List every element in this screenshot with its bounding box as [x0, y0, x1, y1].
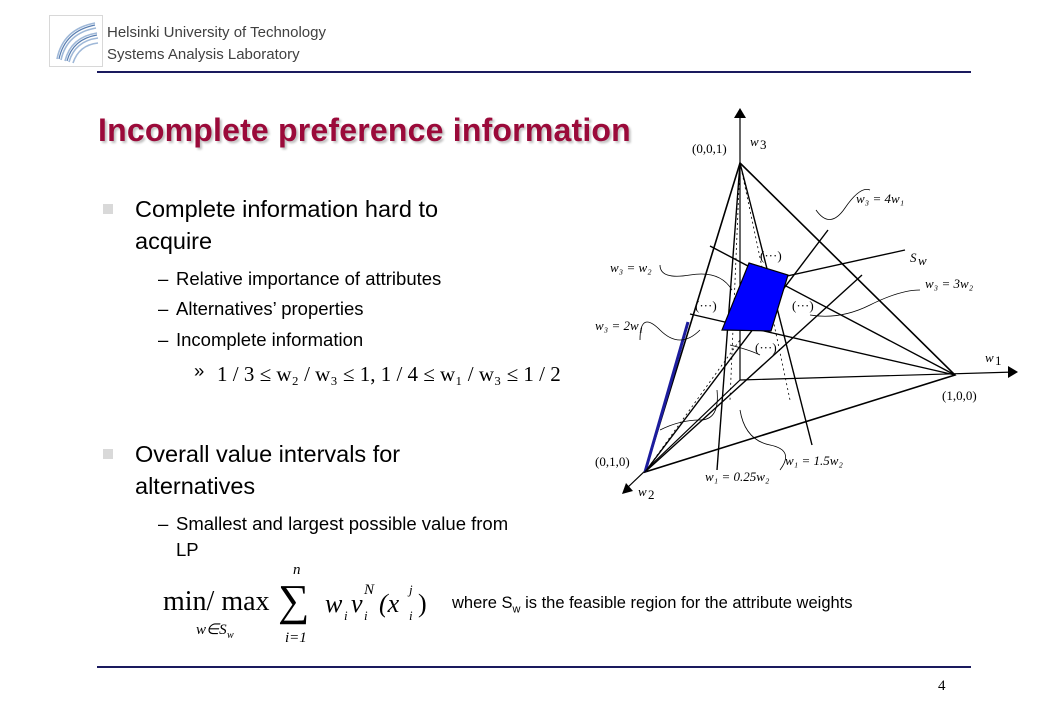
- where-prefix: where S: [452, 594, 513, 612]
- institution-line-2: Systems Analysis Laboratory: [107, 46, 300, 63]
- dash-marker: –: [158, 298, 169, 319]
- equation-w1-15w2: w₁ = 1.5w₂: [785, 453, 843, 468]
- axis-w1-label: w: [985, 350, 994, 365]
- institution-name: Helsinki University of Technology System…: [107, 22, 326, 66]
- university-logo-icon: [49, 15, 103, 67]
- equation-w3-3w2: w₃ = 3w₂: [925, 276, 974, 291]
- where-subscript: w: [512, 603, 521, 616]
- axis-w2-label: w: [638, 484, 647, 499]
- formula-x-superscript: j: [407, 582, 413, 597]
- axis-w3-label: w: [750, 134, 759, 149]
- weight-simplex-diagram: (0,0,1) (1,0,0) (0,1,0) w 3 w 1 w 2 S w …: [595, 108, 1018, 502]
- footer-divider: [97, 666, 971, 668]
- bullet-marker: [103, 449, 113, 459]
- formula-x: (x: [379, 589, 400, 618]
- dash-marker: –: [158, 268, 169, 289]
- formula-sigma: ∑: [278, 576, 309, 625]
- axis-w2-subscript: 2: [648, 487, 655, 502]
- sub-bullet-incomplete: Incomplete information: [176, 329, 364, 350]
- where-suffix: is the feasible region for the attribute…: [520, 594, 853, 612]
- sub-bullet-lp-line-2: LP: [176, 539, 199, 560]
- bullet-1-text: Complete information hard to acquire: [135, 193, 438, 257]
- dash-marker: –: [158, 513, 169, 534]
- vertex-left-label: (0,1,0): [595, 454, 630, 469]
- feasible-region-sw: [721, 262, 789, 332]
- formula-w-index: i: [344, 608, 348, 623]
- sub-bullet-lp: Smallest and largest possible value from…: [176, 511, 508, 563]
- vertex-right-label: (1,0,0): [942, 388, 977, 403]
- formula-v: v: [351, 589, 363, 618]
- region-label: (···): [760, 248, 782, 263]
- axis-w1-subscript: 1: [995, 353, 1002, 368]
- vertex-top-label: (0,0,1): [692, 141, 727, 156]
- sub-bullet-properties: Alternatives’ properties: [176, 298, 364, 319]
- formula-x-index: i: [409, 608, 413, 623]
- weight-ratio-inequality: 1 / 3 ≤ w₂ / w₃ ≤ 1, 1 / 4 ≤ w₁ / w₃ ≤ 1…: [217, 362, 561, 386]
- formula-close-paren: ): [418, 589, 427, 618]
- bullet-1-line-2: acquire: [135, 228, 213, 254]
- institution-line-1: Helsinki University of Technology: [107, 24, 326, 41]
- formula-v-index: i: [364, 608, 368, 623]
- equation-w3-w2: w₃ = w₂: [610, 260, 652, 275]
- axis-w3-subscript: 3: [760, 137, 767, 152]
- bullet-marker: [103, 204, 113, 214]
- sub-bullet-attributes: Relative importance of attributes: [176, 268, 442, 289]
- region-label: (···): [755, 340, 777, 355]
- bullet-1-line-1: Complete information hard to: [135, 196, 439, 222]
- sw-subscript: w: [918, 253, 927, 268]
- bullet-2-text: Overall value intervals for alternatives: [135, 438, 400, 502]
- formula-sum-upper: n: [293, 562, 301, 578]
- formula-explanation: where Sw is the feasible region for the …: [452, 592, 902, 621]
- region-label: (···): [695, 298, 717, 313]
- formula-subscript: w∈S: [196, 622, 227, 638]
- sub-sub-marker: »: [194, 360, 205, 381]
- bullet-2-line-2: alternatives: [135, 473, 256, 499]
- formula-v-superscript: N: [363, 582, 375, 598]
- bullet-2-line-1: Overall value intervals for: [135, 441, 401, 467]
- equation-w3-4w1: w₃ = 4w₁: [856, 191, 904, 206]
- dash-marker: –: [158, 329, 169, 350]
- formula-subscript-w: w: [227, 630, 234, 641]
- equation-w3-2w1: w₃ = 2w₁: [595, 318, 643, 333]
- slide-title: Incomplete preference information: [98, 112, 631, 148]
- page-number: 4: [938, 678, 946, 694]
- sub-bullet-lp-line-1: Smallest and largest possible value from: [176, 513, 509, 534]
- equation-w1-025w2: w₁ = 0.25w₂: [705, 469, 770, 484]
- header-divider: [97, 71, 971, 73]
- sw-label: S: [910, 250, 917, 265]
- formula-w: w: [325, 589, 343, 618]
- formula-sum-lower: i=1: [285, 630, 307, 646]
- overall-value-formula: min/ max w∈S w n ∑ i=1 w i v N i (x j i …: [163, 562, 427, 646]
- region-label: (···): [792, 298, 814, 313]
- formula-min-max: min/ max: [163, 586, 270, 617]
